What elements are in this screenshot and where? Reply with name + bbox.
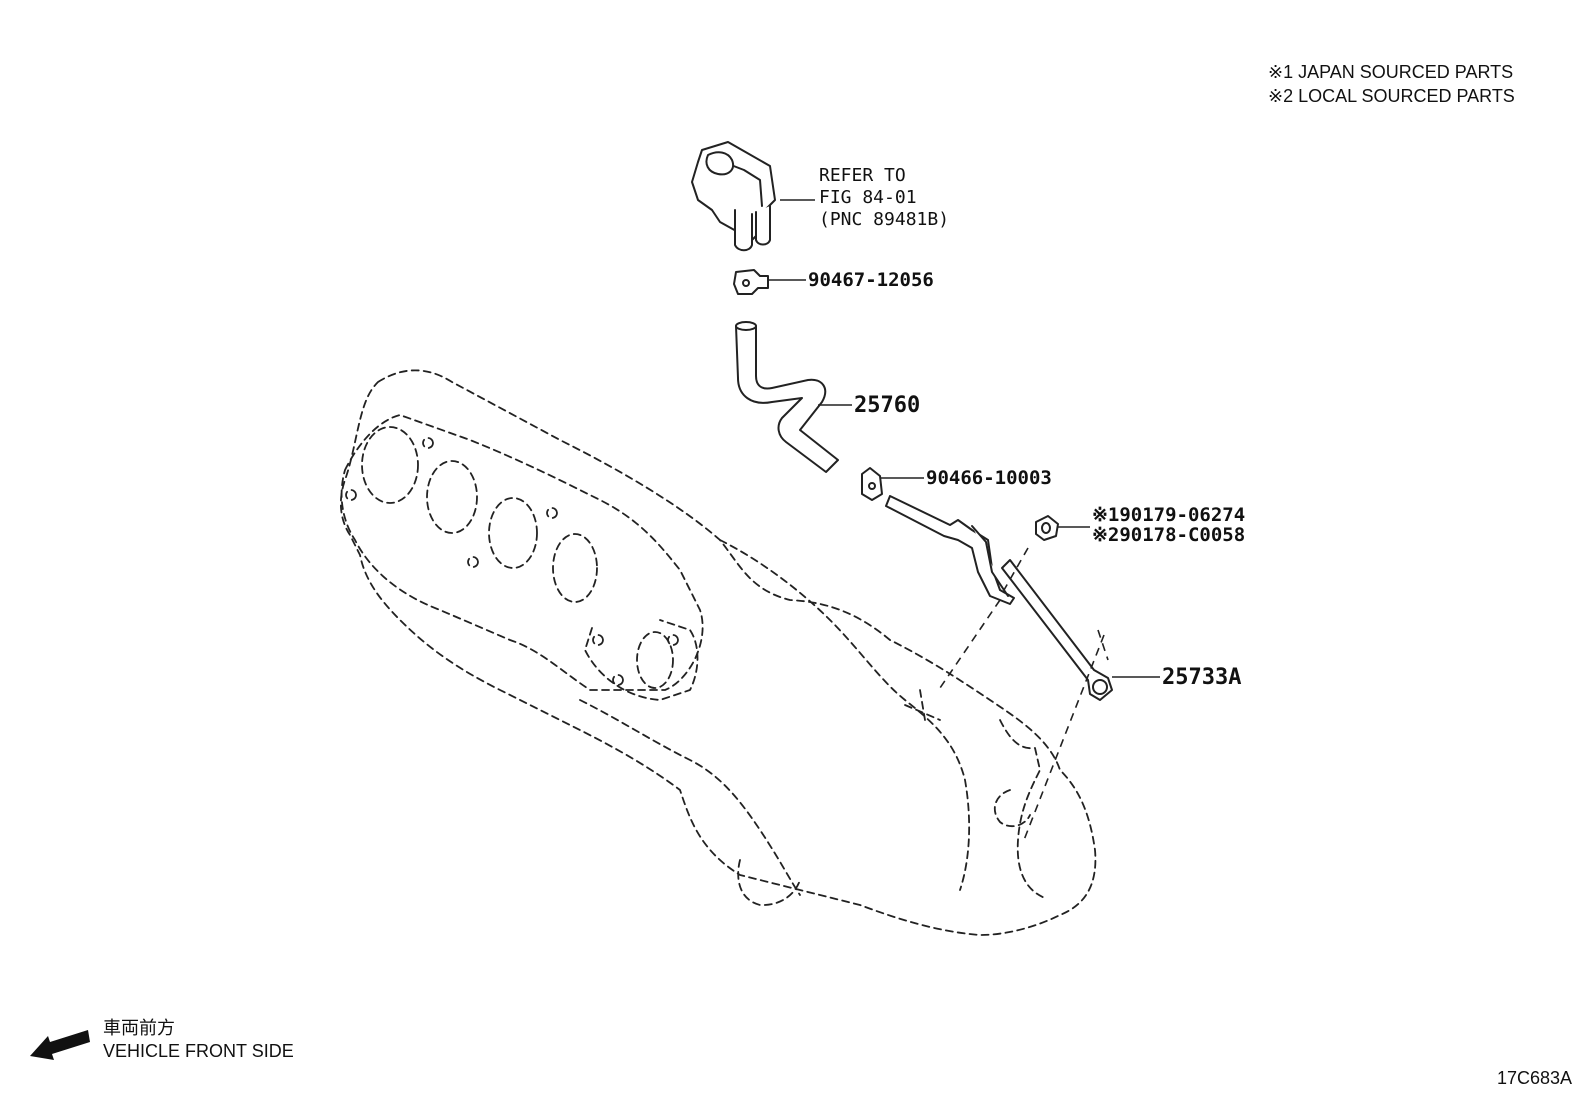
refer-line-1: REFER TO: [819, 165, 906, 186]
direction-label-japanese: 車両前方: [103, 1018, 175, 1038]
gasket: [1035, 515, 1059, 541]
note-japan-sourced: ※1 JAPAN SOURCED PARTS: [1268, 62, 1513, 82]
installation-leaders: [939, 547, 1109, 841]
vehicle-front-indicator: 車両前方 VEHICLE FRONT SIDE: [30, 1018, 294, 1061]
refer-line-2: FIG 84-01: [819, 187, 917, 208]
refer-to-figure-note: REFER TO FIG 84-01 (PNC 89481B): [819, 165, 949, 230]
sourcing-notes: ※1 JAPAN SOURCED PARTS ※2 LOCAL SOURCED …: [1268, 62, 1515, 106]
exhaust-manifold-phantom: [339, 369, 1097, 936]
callout-clip-upper: 90467-12056: [808, 269, 934, 291]
clip-lower: [861, 467, 883, 501]
arrow-left-down-icon: [30, 1030, 90, 1060]
direction-label-english: VEHICLE FRONT SIDE: [103, 1041, 294, 1061]
pressure-sensor: [691, 141, 776, 252]
refer-line-3: (PNC 89481B): [819, 209, 949, 230]
callout-gasket-local: ※290178-C0058: [1092, 524, 1245, 546]
callout-clip-lower: 90466-10003: [926, 467, 1052, 489]
clip-upper: [733, 269, 769, 295]
callout-hose: 25760: [854, 393, 920, 418]
figure-id: 17C683A: [1497, 1068, 1572, 1088]
hose: [735, 321, 839, 473]
callout-gasket-japan: ※190179-06274: [1092, 504, 1245, 526]
egr-pipe: [885, 495, 1113, 701]
callout-pipe: 25733A: [1162, 665, 1241, 690]
note-local-sourced: ※2 LOCAL SOURCED PARTS: [1268, 86, 1515, 106]
